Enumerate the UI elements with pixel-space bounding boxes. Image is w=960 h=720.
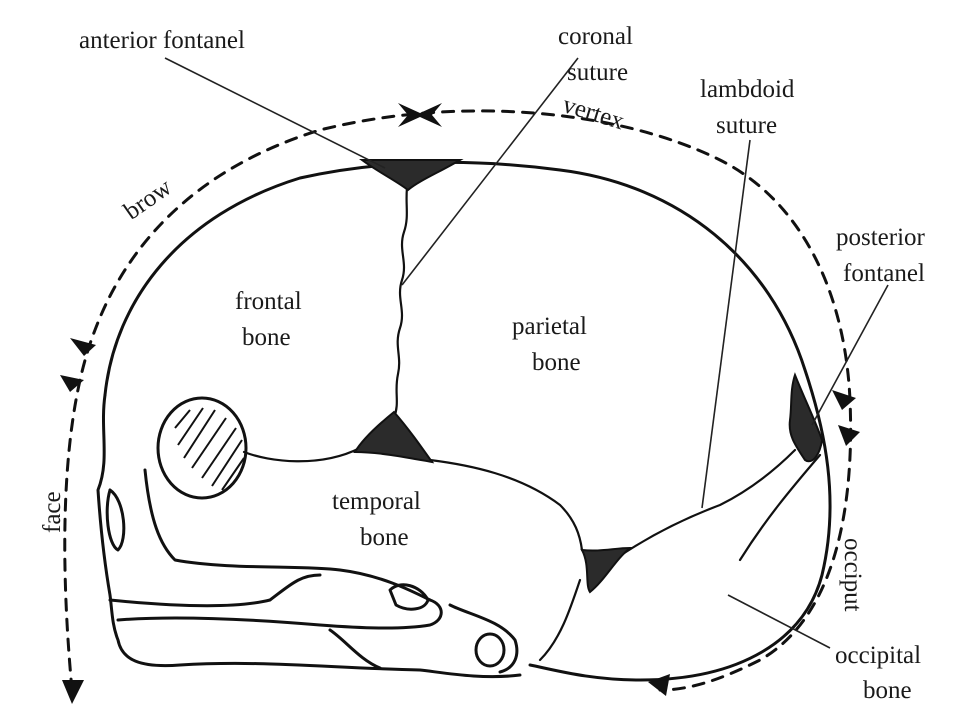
sphenoid-fontanel-shape	[353, 410, 435, 464]
zygomatic-arch	[388, 583, 430, 611]
arrow-face-upper-icon	[60, 375, 84, 392]
squamosal-suture-front	[242, 446, 362, 463]
label-frontal-bone-line2: bone	[242, 324, 291, 351]
nasal-outline	[105, 488, 126, 552]
ear-canal	[474, 632, 506, 668]
label-parietal-bone-line2: bone	[532, 349, 581, 376]
lambdoid-suture	[598, 448, 797, 572]
mandible-outline	[116, 598, 443, 630]
label-coronal-suture-line2: suture	[567, 59, 628, 86]
anterior-fontanel-shape	[358, 159, 464, 192]
occipital-lower-border	[538, 578, 582, 662]
skull-vault-outline	[103, 160, 832, 682]
label-temporal-bone-line2: bone	[360, 524, 409, 551]
label-coronal-suture-line1: coronal	[558, 23, 633, 50]
label-lambdoid-suture-line1: lambdoid	[700, 76, 795, 103]
coronal-suture	[392, 178, 410, 420]
leader-coronal-suture	[401, 57, 579, 286]
arrow-posterior-lower-icon	[838, 425, 860, 446]
mandible-ramus	[328, 628, 382, 670]
arrow-posterior-upper-icon	[832, 390, 856, 410]
upper-jaw-line	[108, 573, 322, 608]
arrow-vertex-icon	[398, 103, 442, 127]
mastoid-outline	[448, 603, 519, 674]
region-label-vertex: vertex	[560, 91, 628, 135]
region-label-face: face	[39, 491, 66, 533]
region-arc-dashed	[63, 109, 853, 692]
leader-anterior-fontanel	[164, 57, 386, 169]
arrow-occiput-icon	[648, 674, 670, 696]
maxilla-outline	[143, 468, 432, 602]
orbit-hatching	[174, 407, 245, 491]
leader-lambdoid-suture	[701, 139, 751, 509]
label-temporal-bone-line1: temporal	[332, 488, 421, 515]
region-label-occiput: occiput	[839, 538, 866, 612]
occipital-side-border	[738, 453, 822, 562]
posterior-fontanel-shape	[788, 372, 824, 463]
label-parietal-bone-line1: parietal	[512, 313, 587, 340]
leader-occipital-bone	[727, 594, 831, 649]
label-frontal-bone-line1: frontal	[235, 288, 302, 315]
arrow-brow-icon	[70, 338, 96, 356]
label-anterior-fontanel: anterior fontanel	[79, 27, 245, 54]
orbit	[156, 396, 248, 500]
label-occipital-bone-line2: bone	[863, 677, 912, 704]
squamosal-suture-rear	[428, 458, 584, 552]
leader-posterior-fontanel	[811, 284, 889, 426]
label-lambdoid-suture-line2: suture	[716, 112, 777, 139]
face-outline	[96, 393, 522, 679]
arrow-face-lower-icon	[62, 680, 84, 704]
label-occipital-bone-line1: occipital	[835, 642, 921, 669]
label-posterior-fontanel-line1: posterior	[836, 224, 926, 251]
mastoid-fontanel-shape	[580, 546, 633, 594]
label-posterior-fontanel-line2: fontanel	[843, 260, 925, 287]
